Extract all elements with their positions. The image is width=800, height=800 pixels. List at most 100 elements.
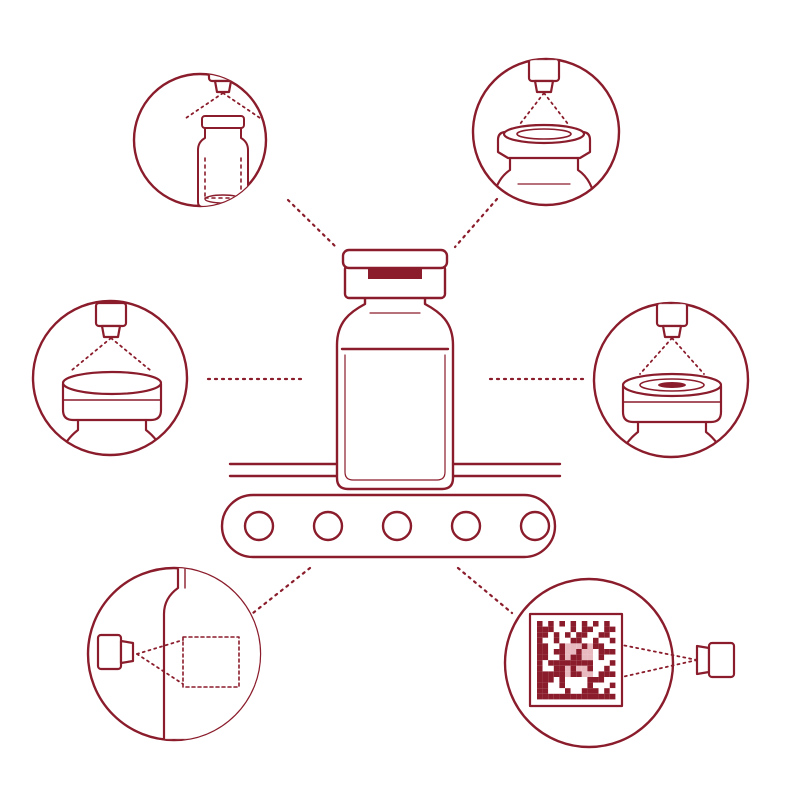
datamatrix-module	[587, 677, 593, 683]
mini-vial	[197, 115, 249, 206]
connector-top-left	[286, 198, 338, 249]
datamatrix-module	[587, 632, 593, 638]
datamatrix-module	[537, 688, 543, 694]
datamatrix-module	[570, 688, 577, 694]
datamatrix-module	[537, 643, 543, 649]
datamatrix-module	[565, 632, 571, 638]
camera-icon	[695, 641, 736, 679]
datamatrix-module	[581, 677, 588, 683]
datamatrix-module	[581, 637, 588, 644]
datamatrix-module	[537, 626, 543, 633]
inspection-vial-neck	[471, 57, 621, 207]
datamatrix-module	[609, 637, 616, 644]
label-area	[182, 636, 240, 688]
datamatrix-module	[604, 643, 610, 649]
datamatrix-module	[576, 654, 582, 661]
camera-icon	[96, 633, 135, 671]
datamatrix-module	[609, 693, 616, 700]
datamatrix-module	[537, 649, 543, 655]
datamatrix-module	[559, 654, 565, 661]
datamatrix-module	[548, 621, 554, 627]
datamatrix-module	[576, 660, 582, 666]
datamatrix-module	[548, 632, 554, 638]
datamatrix-module	[593, 660, 599, 666]
datamatrix-module	[576, 682, 582, 689]
datamatrix-module	[542, 693, 549, 700]
datamatrix-module	[537, 677, 543, 683]
datamatrix-module	[604, 649, 610, 655]
datamatrix-module	[604, 621, 610, 627]
datamatrix-module	[570, 671, 577, 677]
datamatrix-module	[576, 632, 582, 638]
datamatrix-module	[598, 682, 605, 689]
datamatrix-module	[548, 654, 554, 661]
vial-on-conveyor	[335, 248, 455, 491]
datamatrix-module	[593, 649, 599, 655]
datamatrix-module	[581, 682, 588, 689]
datamatrix-module	[548, 688, 554, 694]
datamatrix-module	[559, 682, 565, 689]
datamatrix-module	[548, 643, 554, 649]
vial-cap-top	[341, 248, 449, 270]
datamatrix-module	[570, 637, 577, 644]
datamatrix-module	[587, 637, 593, 644]
datamatrix-module	[553, 665, 560, 672]
datamatrix-module	[537, 660, 543, 666]
datamatrix-module	[593, 621, 599, 627]
datamatrix-module	[565, 660, 571, 666]
camera-field-of-view	[621, 644, 698, 678]
datamatrix-module	[548, 649, 554, 655]
inspection-circle	[503, 577, 675, 749]
datamatrix-module	[593, 677, 599, 683]
datamatrix-module	[576, 677, 582, 683]
datamatrix-module	[559, 677, 565, 683]
datamatrix-module	[598, 643, 605, 649]
datamatrix-module	[559, 632, 565, 638]
camera-icon	[94, 301, 128, 339]
inspection-full-vial	[132, 72, 268, 208]
vial-side-profile	[162, 568, 260, 740]
datamatrix-module	[559, 626, 565, 633]
datamatrix-module	[565, 649, 571, 655]
datamatrix-module	[604, 654, 610, 661]
datamatrix-module	[542, 665, 549, 672]
datamatrix-module	[570, 626, 577, 633]
camera-field-of-view	[136, 639, 184, 685]
datamatrix-module	[565, 665, 571, 672]
datamatrix-module	[570, 643, 577, 649]
datamatrix-module	[598, 626, 605, 633]
datamatrix-module	[553, 654, 560, 661]
datamatrix-module	[598, 671, 605, 677]
conveyor-rollers	[243, 510, 551, 542]
datamatrix-module	[593, 654, 599, 661]
datamatrix-module	[593, 665, 599, 672]
datamatrix-module	[581, 671, 588, 677]
datamatrix-module	[598, 688, 605, 694]
datamatrix-module	[553, 660, 560, 666]
datamatrix-frame	[528, 612, 624, 708]
datamatrix-module	[559, 665, 565, 672]
camera-field-of-view	[185, 92, 261, 119]
datamatrix-module	[548, 626, 554, 633]
conveyor-body	[220, 493, 557, 559]
datamatrix-module	[542, 682, 549, 689]
datamatrix-module	[609, 649, 616, 655]
inspection-crimp-cap	[592, 301, 750, 459]
datamatrix-module	[553, 626, 560, 633]
datamatrix-module	[581, 626, 588, 633]
conveyor-belt	[220, 462, 562, 559]
datamatrix-module	[609, 626, 616, 633]
conveyor-roller	[312, 510, 344, 542]
datamatrix-module	[598, 637, 605, 644]
datamatrix-module	[559, 643, 565, 649]
datamatrix-module	[553, 621, 560, 627]
datamatrix-module	[542, 671, 549, 677]
datamatrix-module	[587, 621, 593, 627]
datamatrix-module	[570, 632, 577, 638]
datamatrix-module	[604, 693, 610, 700]
datamatrix-module	[542, 621, 549, 627]
datamatrix-module	[609, 660, 616, 666]
datamatrix-module	[537, 682, 543, 689]
datamatrix-module	[587, 682, 593, 689]
datamatrix-module	[559, 688, 565, 694]
